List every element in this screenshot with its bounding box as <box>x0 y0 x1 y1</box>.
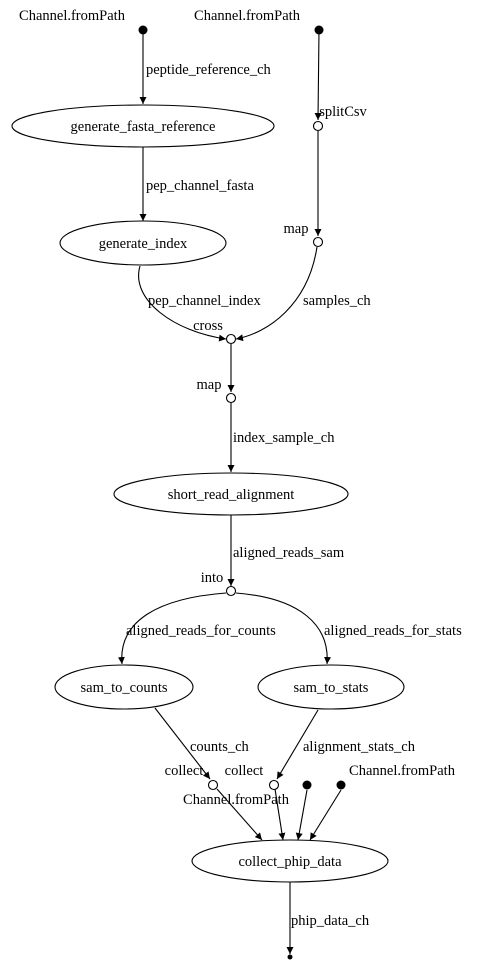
process-label: sam_to_stats <box>294 680 369 696</box>
operator-map1-point[interactable] <box>312 236 324 248</box>
edge-label-index-sample-ch: index_sample_ch <box>233 430 335 446</box>
edge-label-aligned-reads-for-stats: aligned_reads_for_stats <box>324 623 462 639</box>
operator-map2-label: map <box>197 377 222 393</box>
sink-point <box>287 954 293 960</box>
source-point-4 <box>336 780 346 790</box>
edge-aligned-reads-for-counts <box>117 592 227 665</box>
source-label-2: Channel.fromPath <box>194 8 301 24</box>
process-label: short_read_alignment <box>168 487 294 503</box>
edge-label-pep-channel-fasta: pep_channel_fasta <box>146 178 254 194</box>
edge-source3-phip <box>295 789 308 841</box>
source-label-4: Channel.fromPath <box>349 763 456 779</box>
process-sam-to-stats[interactable]: sam_to_stats <box>257 664 405 710</box>
operator-cross-label: cross <box>193 318 223 334</box>
operator-collect1-label: collect <box>165 763 204 779</box>
edge-label-aligned-reads-for-counts: aligned_reads_for_counts <box>126 623 276 639</box>
source-label-3: Channel.fromPath <box>183 792 290 808</box>
process-generate-fasta-reference[interactable]: generate_fasta_reference <box>11 104 275 148</box>
edge-collect2-phip <box>274 788 286 841</box>
edge-source-splitcsv <box>314 29 322 121</box>
process-label: generate_index <box>99 236 188 252</box>
edge-label-phip-data-ch: phip_data_ch <box>291 913 370 929</box>
process-collect-phip-data[interactable]: collect_phip_data <box>191 839 389 883</box>
operator-collect2-point[interactable] <box>268 779 280 791</box>
operator-cross-point[interactable] <box>225 333 237 345</box>
edge-label-pep-channel-index: pep_channel_index <box>148 293 261 309</box>
edge-source4-phip <box>309 789 342 841</box>
edge-aligned-reads-for-stats <box>235 592 332 665</box>
edge-collect1-phip <box>216 788 263 841</box>
edge-pep-channel-index <box>138 265 227 342</box>
operator-into-label: into <box>201 570 224 586</box>
edge-label-aligned-reads-sam: aligned_reads_sam <box>233 545 345 561</box>
edge-label-counts-ch: counts_ch <box>190 739 250 755</box>
source-point-1 <box>138 25 148 35</box>
process-label: generate_fasta_reference <box>71 119 216 135</box>
source-point-2 <box>314 25 324 35</box>
edge-alignment-stats-ch <box>276 709 319 780</box>
process-label: sam_to_counts <box>81 680 168 696</box>
operator-splitcsv-label: splitCsv <box>319 104 367 120</box>
process-sam-to-counts[interactable]: sam_to_counts <box>54 664 194 710</box>
edge-label-alignment-stats-ch: alignment_stats_ch <box>303 739 416 755</box>
operator-map2-point[interactable] <box>225 392 237 404</box>
edge-label-peptide-reference-ch: peptide_reference_ch <box>146 62 272 78</box>
operator-map1-label: map <box>284 221 309 237</box>
process-generate-index[interactable]: generate_index <box>59 220 227 266</box>
process-short-read-alignment[interactable]: short_read_alignment <box>113 472 349 516</box>
source-point-3 <box>302 780 312 790</box>
edge-counts-ch <box>154 707 211 780</box>
edge-label-samples-ch: samples_ch <box>303 293 371 309</box>
operator-collect1-point[interactable] <box>207 779 219 791</box>
operator-into-point[interactable] <box>225 585 237 597</box>
edge-samples-ch <box>235 246 318 342</box>
process-label: collect_phip_data <box>238 854 342 870</box>
source-label-1: Channel.fromPath <box>19 8 126 24</box>
operator-splitcsv-point[interactable] <box>312 120 324 132</box>
operator-collect2-label: collect <box>225 763 264 779</box>
